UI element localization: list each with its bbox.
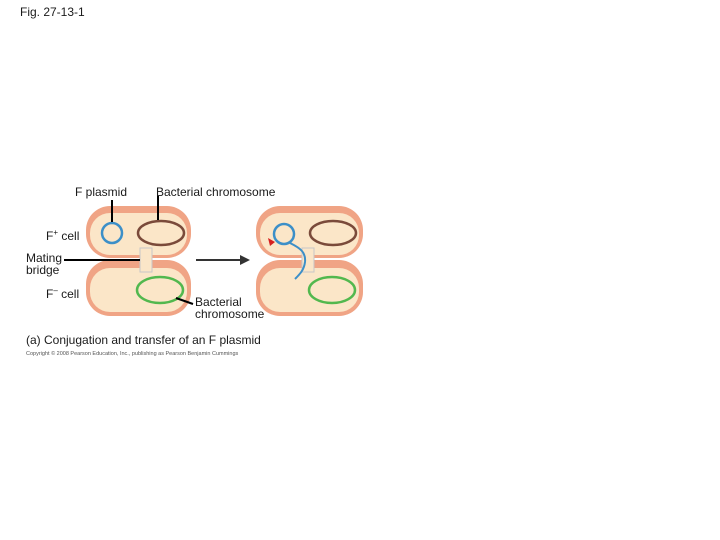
bacterial-chromosome-bottom-label-line1: Bacterial (195, 295, 242, 309)
f-plus-cell-text: cell (58, 229, 80, 243)
mating-bridge-label-line2: bridge (26, 263, 60, 277)
donor-chromosome-right (308, 219, 358, 247)
process-arrow (196, 255, 250, 265)
f-minus-superscript: – (53, 286, 58, 295)
f-minus-base: F (46, 287, 54, 301)
f-plasmid-label: F plasmid (75, 185, 128, 199)
f-minus-cell-label: F– cell (46, 286, 80, 301)
f-plus-superscript: + (53, 228, 59, 237)
leader-bacterial-chromosome-bottom (175, 297, 194, 305)
bacterial-chromosome-top-label: Bacterial chromosome (156, 185, 276, 199)
f-plus-base: F (46, 229, 54, 243)
recipient-chromosome-left (135, 275, 185, 305)
recipient-chromosome-right (307, 275, 357, 305)
f-plasmid-left (100, 221, 124, 245)
f-minus-cell-text: cell (57, 287, 80, 301)
donor-chromosome-left (136, 219, 186, 247)
figure-caption: (a) Conjugation and transfer of an F pla… (26, 333, 261, 347)
mating-bridge (139, 247, 153, 273)
replication-arrow-icon (268, 238, 275, 246)
mating-bridge-label-line1: Mating (26, 251, 63, 265)
bacterial-chromosome-bottom-label-line2: chromosome (195, 307, 265, 321)
transferring-dna-strand (289, 242, 307, 280)
f-plus-cell-label: F+ cell (46, 228, 80, 243)
f-plasmid-right (272, 222, 296, 246)
copyright-notice: Copyright © 2008 Pearson Education, Inc.… (26, 351, 239, 357)
figure-number: Fig. 27-13-1 (20, 5, 85, 19)
